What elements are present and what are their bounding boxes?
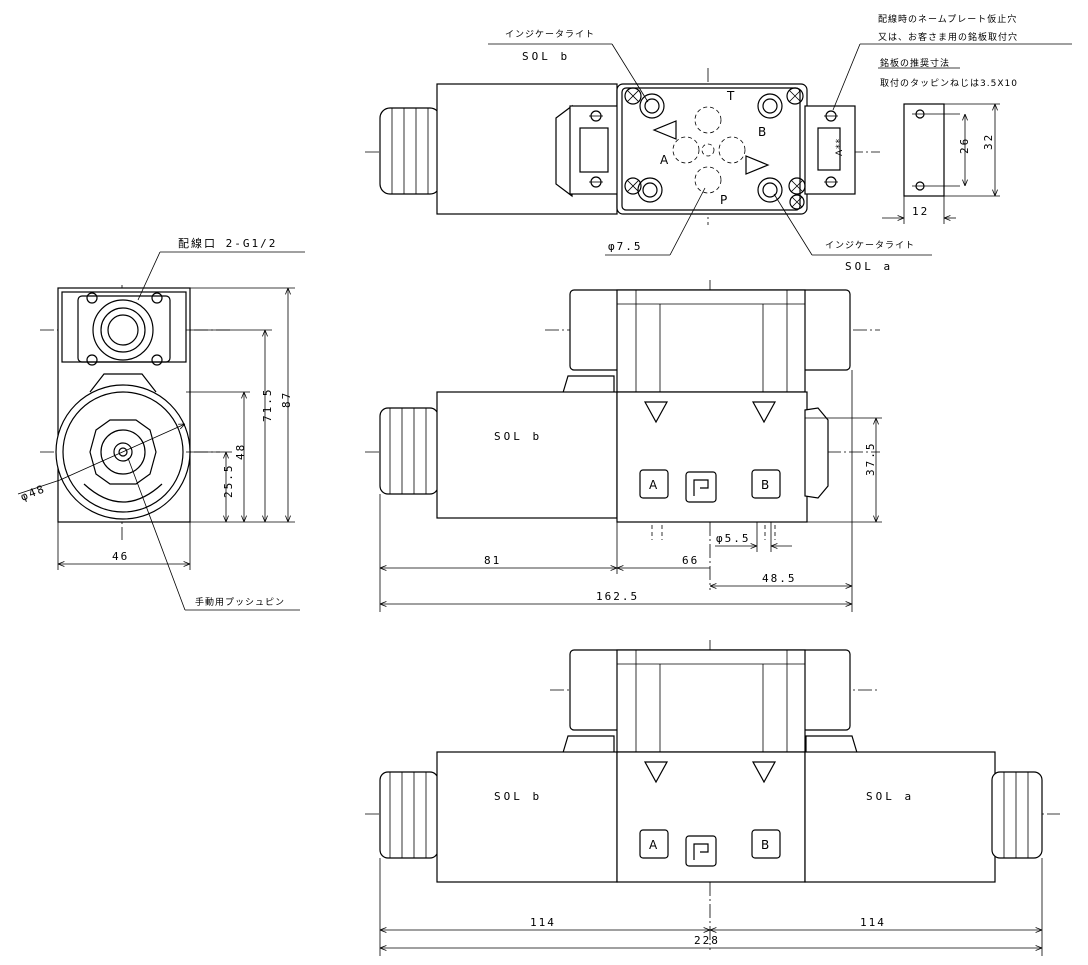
len-162-5-dim: 162.5: [596, 590, 639, 603]
sol-a-top-label: SOL a: [845, 260, 893, 273]
height-87-dim: 87: [280, 391, 293, 408]
nameplate-line1: 配線時のネームプレート仮止穴: [878, 13, 1017, 25]
port-p-label: P: [720, 193, 727, 207]
len-228-dim: 228: [694, 934, 720, 947]
sol-b-bottom-label: SOL b: [494, 790, 542, 803]
nameplate-detail: 銘板の推奨寸法 取付のタッピンねじは3.5X10 26 32 12: [878, 57, 1018, 224]
width-46-dim: 46: [112, 550, 129, 563]
port-b-label: B: [758, 125, 766, 139]
plate-w-dim: 12: [912, 205, 929, 218]
height-71-5-dim: 71.5: [261, 388, 274, 423]
manual-pin-label: 手動用プッシュピン: [195, 596, 285, 608]
wiring-port-label: 配線口 2-G1/2: [178, 236, 277, 250]
nameplate-line2: 又は、お客さま用の銘板取付穴: [878, 31, 1018, 43]
indicator-light-a-label: インジケータライト: [825, 240, 915, 251]
front-view: SOL b A B 37.5 φ5.5 81 66 48.5 162.5: [365, 280, 882, 612]
len-48-5-dim: 48.5: [762, 572, 797, 585]
sol-b-top-label: SOL b: [522, 50, 570, 63]
phi-5-5-dim: φ5.5: [716, 532, 751, 545]
port-a-label: A: [660, 153, 669, 167]
phi-48-dim: φ48: [19, 482, 48, 504]
port-b-icon-bottom-label: B: [761, 838, 769, 852]
sol-b-side-label: SOL b: [494, 430, 542, 443]
indicator-light-b-label: インジケータライト: [505, 29, 595, 40]
port-a-icon-bottom-label: A: [649, 838, 658, 852]
left-view: 配線口 2-G1/2 手動用プッシュピン φ48 87 71.5 48 25.5…: [17, 236, 305, 611]
bottom-view: SOL b SOL a A B 114 114 228: [365, 640, 1060, 956]
height-48-dim: 48: [234, 443, 247, 460]
lamp-mark-label: A**: [835, 138, 845, 156]
port-t-label: T: [726, 89, 735, 103]
side-37-5-dim: 37.5: [864, 442, 877, 477]
port-a-icon-label: A: [649, 478, 658, 492]
len-114-left-dim: 114: [530, 916, 556, 929]
plate-title-label: 銘板の推奨寸法: [880, 57, 950, 69]
sol-a-bottom-label: SOL a: [866, 790, 914, 803]
phi-port-label: φ7.5: [608, 240, 643, 253]
height-25-5-dim: 25.5: [222, 464, 235, 499]
len-81-dim: 81: [484, 554, 501, 567]
plate-screw-label: 取付のタッピンねじは3.5X10: [880, 78, 1018, 89]
len-66-dim: 66: [682, 554, 699, 567]
len-114-right-dim: 114: [860, 916, 886, 929]
top-view: A** T B A P インジケータライト SOL b: [365, 13, 1072, 273]
plate-h-inner-dim: 26: [958, 137, 971, 154]
port-b-icon-label: B: [761, 478, 769, 492]
plate-h-outer-dim: 32: [982, 133, 995, 150]
